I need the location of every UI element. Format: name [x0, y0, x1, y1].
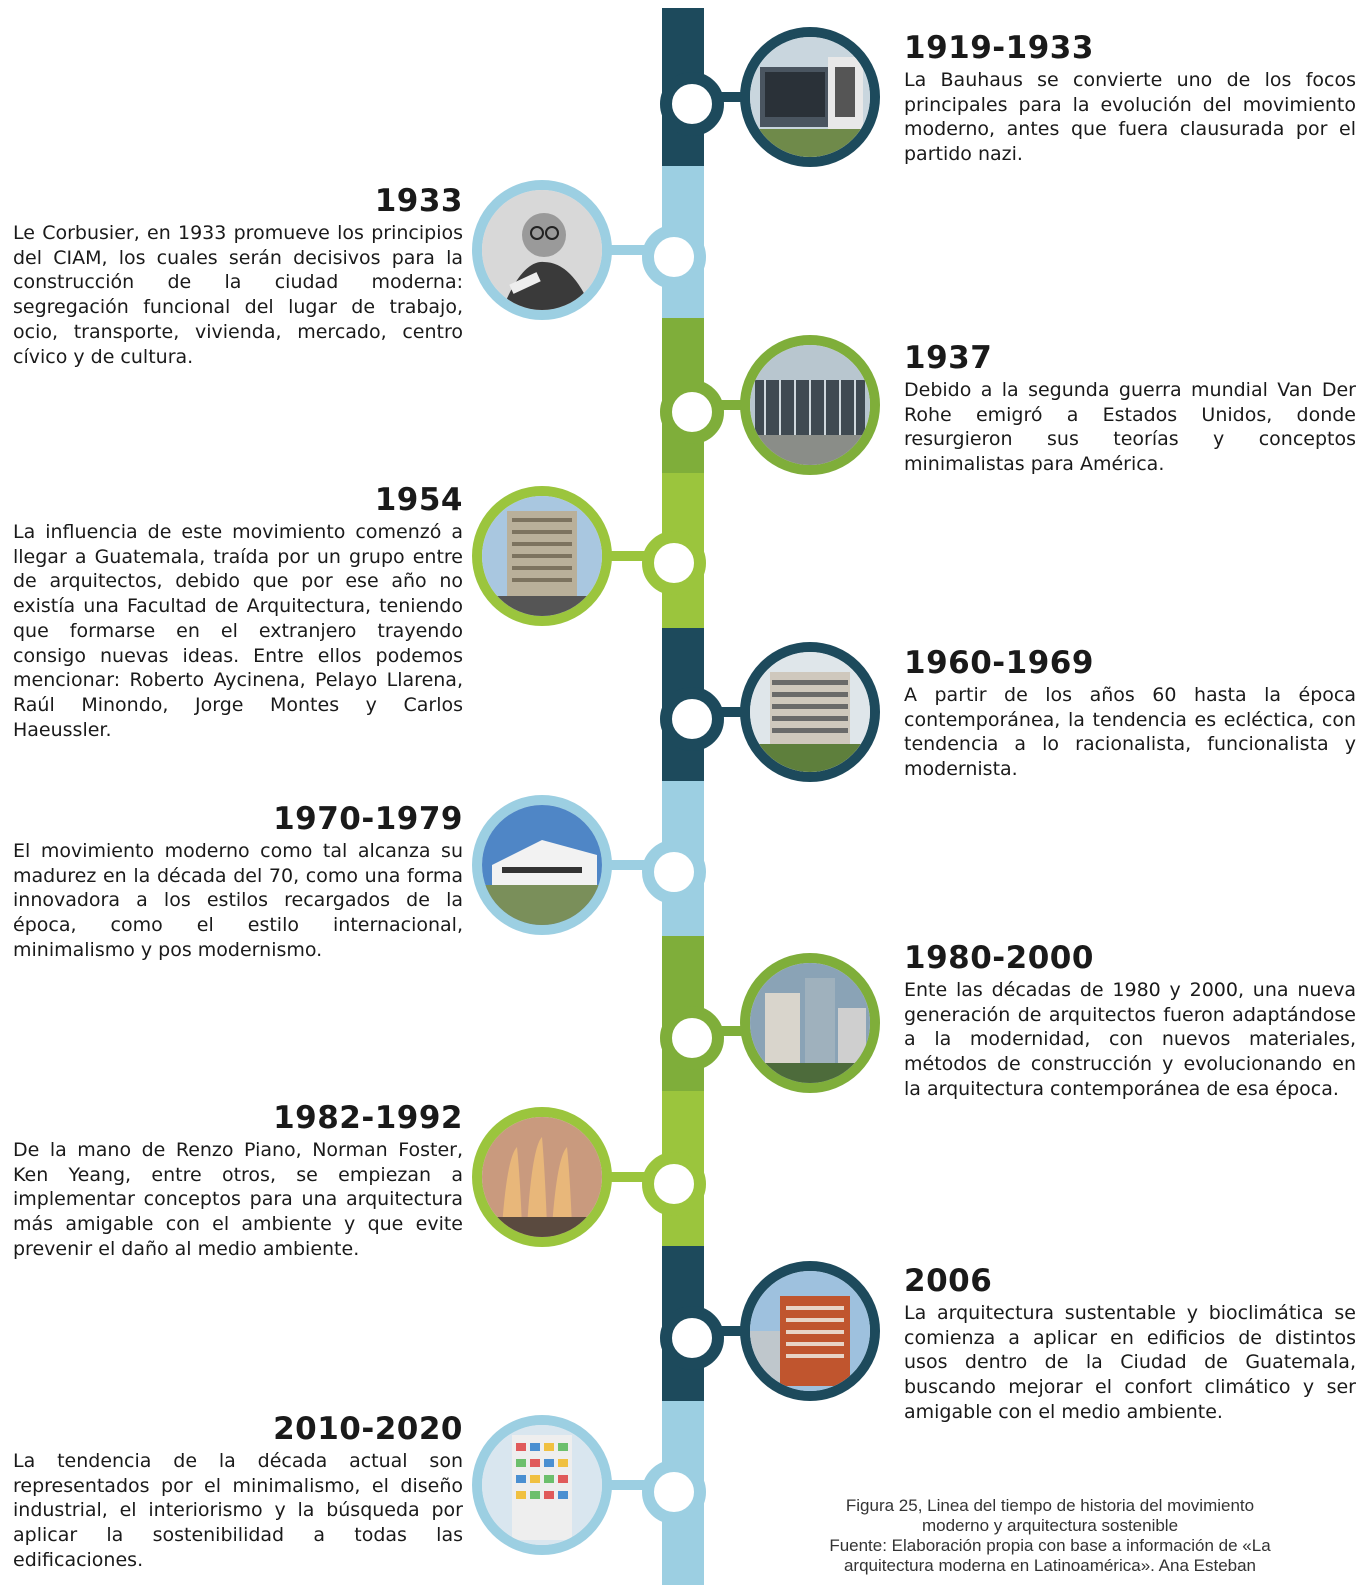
entry-description: La arquitectura sustentable y bioclimáti… — [904, 1302, 1356, 1423]
entry-description: A partir de los años 60 hasta la época c… — [904, 684, 1356, 781]
timeline-node — [642, 531, 706, 595]
entry-description: Le Corbusier, en 1933 promueve los princ… — [13, 222, 463, 368]
entry-description: La Bauhaus se convierte uno de los focos… — [904, 69, 1356, 166]
sustainable-building-photo — [740, 1261, 880, 1401]
guatemala-modern-building-photo — [472, 486, 612, 626]
timeline-node — [642, 1152, 706, 1216]
timeline-node — [660, 72, 724, 136]
caption-line: arquitectura moderna en Latinoamérica». … — [843, 1556, 1257, 1575]
entry-year: 2006 — [904, 1263, 993, 1299]
entry-year: 1933 — [374, 183, 463, 219]
entry-year: 1982-1992 — [273, 1100, 463, 1136]
timeline-connector — [600, 860, 670, 870]
timeline-connector — [600, 551, 670, 561]
colorful-tower-photo — [472, 1415, 612, 1555]
timeline-connector — [692, 707, 762, 717]
le-corbusier-portrait-photo — [472, 180, 612, 320]
timeline-connector — [692, 1326, 762, 1336]
entry-description: La tendencia de la década actual son rep… — [13, 1450, 463, 1571]
timeline-node — [660, 687, 724, 751]
timeline-connector — [692, 400, 762, 410]
entry-year: 1970-1979 — [273, 801, 463, 837]
timeline-node — [660, 380, 724, 444]
entry-description: Ente las décadas de 1980 y 2000, una nue… — [904, 979, 1356, 1100]
entry-description: La influencia de este movimiento comenzó… — [13, 521, 463, 741]
entry-description: De la mano de Renzo Piano, Norman Foster… — [13, 1139, 463, 1260]
caption-line: Fuente: Elaboración propia con base a in… — [829, 1536, 1271, 1555]
timeline-connector — [692, 1026, 762, 1036]
renzo-piano-structure-photo — [472, 1107, 612, 1247]
caption-line: moderno y arquitectura sostenible — [921, 1516, 1179, 1535]
entry-year: 1960-1969 — [904, 645, 1094, 681]
entry-description: El movimiento moderno como tal alcanza s… — [13, 840, 463, 961]
bauhaus-building-photo — [740, 27, 880, 167]
entry-year: 1954 — [374, 482, 463, 518]
timeline-connector — [692, 92, 762, 102]
entry-description: Debido a la segunda guerra mundial Van D… — [904, 379, 1356, 476]
timeline-node — [660, 1006, 724, 1070]
van-der-rohe-building-photo — [740, 335, 880, 475]
city-towers-photo — [740, 953, 880, 1093]
entry-year: 2010-2020 — [273, 1411, 463, 1447]
timeline-connector — [600, 245, 670, 255]
timeline-node — [642, 225, 706, 289]
timeline-node — [660, 1306, 724, 1370]
eclectic-building-photo — [740, 642, 880, 782]
entry-year: 1980-2000 — [904, 940, 1094, 976]
international-style-building-photo — [472, 795, 612, 935]
entry-year: 1919-1933 — [904, 30, 1094, 66]
caption-line: Figura 25, Linea del tiempo de historia … — [845, 1496, 1255, 1515]
timeline-connector — [600, 1480, 670, 1490]
timeline-node — [642, 840, 706, 904]
timeline-connector — [600, 1172, 670, 1182]
timeline-node — [642, 1460, 706, 1524]
figure-caption: Figura 25, Linea del tiempo de historia … — [750, 1496, 1350, 1576]
entry-year: 1937 — [904, 340, 993, 376]
